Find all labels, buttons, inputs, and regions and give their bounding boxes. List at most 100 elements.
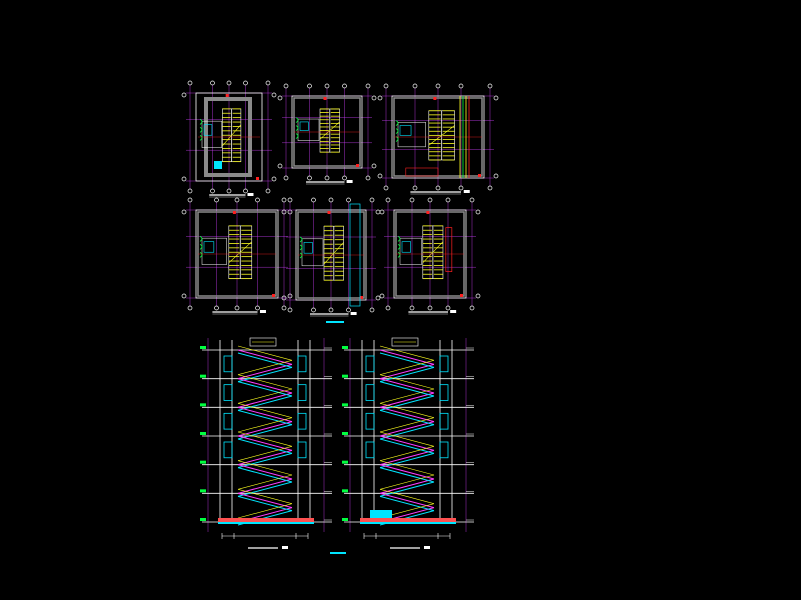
room (399, 237, 422, 265)
break-line (428, 125, 455, 146)
grid-bubble (271, 176, 277, 182)
room (201, 237, 227, 265)
grid-bubble (375, 295, 381, 301)
shaft (349, 203, 361, 307)
wall-hatch (445, 227, 453, 272)
column-marker (272, 294, 275, 297)
stair-flight (237, 363, 293, 380)
stair-flight (379, 349, 435, 365)
grid-bubble (187, 197, 193, 203)
level-tag (200, 403, 206, 407)
grid-bubble (181, 176, 187, 182)
plan-outline (393, 209, 467, 299)
handrail (379, 460, 435, 476)
stair-flight (379, 435, 435, 451)
grid-bubble (487, 83, 493, 89)
grid-bubble (383, 83, 389, 89)
door-swing (199, 244, 203, 250)
grid-bubble (346, 197, 351, 203)
grid-bubble (377, 95, 383, 101)
grid-bubble (328, 307, 334, 313)
ground-line (360, 522, 456, 524)
grid-bubble (281, 209, 287, 215)
plan-1 (181, 80, 277, 198)
stair-flight (379, 406, 435, 423)
grid-bubble (187, 305, 193, 311)
stair-flight-soffit (237, 495, 293, 512)
column-marker (356, 164, 359, 167)
grid-bubble (181, 92, 187, 98)
grid-bubble (445, 305, 451, 311)
stair-flight (237, 492, 293, 509)
grid-bubble (255, 305, 260, 311)
grid-bubble (412, 83, 418, 89)
grid-bubble (287, 197, 293, 203)
level-tag (342, 489, 348, 493)
room (301, 238, 324, 267)
door-opening (223, 412, 233, 430)
stair-flight-soffit (379, 381, 435, 397)
door-swing (199, 135, 203, 141)
room (397, 121, 426, 148)
stair-flight (237, 378, 293, 394)
landing (405, 167, 439, 177)
stair-flight-soffit (379, 395, 435, 411)
stair-flight (237, 421, 293, 437)
grid-bubble (265, 188, 271, 194)
grid-bubble (409, 197, 415, 203)
stair-flight (379, 363, 435, 380)
column-marker (433, 97, 437, 100)
level-tag (200, 489, 206, 493)
handrail (237, 460, 293, 476)
level-tag (200, 346, 206, 349)
door-swing (199, 252, 203, 258)
elevator (401, 241, 411, 253)
door-opening (439, 384, 449, 401)
grid-bubble (385, 305, 391, 311)
scale-mark (282, 546, 288, 549)
level-tag (200, 432, 206, 435)
roof-parapet (391, 337, 419, 347)
level-tag (200, 460, 206, 464)
scale-mark (350, 312, 357, 315)
ground-slab (360, 518, 456, 522)
column-marker (323, 97, 327, 100)
elevator (399, 125, 412, 136)
grid-bubble (187, 80, 193, 86)
stair-flight-soffit (379, 452, 435, 469)
grid-bubble (377, 173, 383, 179)
grid-bubble (469, 197, 475, 203)
column-marker (225, 94, 229, 97)
grid-bubble (469, 305, 475, 311)
door-opening (365, 441, 375, 459)
plan-outline (291, 95, 363, 169)
handrail (237, 388, 293, 404)
plan-4 (181, 197, 293, 315)
grid-bubble (475, 293, 481, 299)
grid-bubble (265, 80, 271, 86)
handrail (379, 474, 435, 490)
handrail (237, 503, 293, 519)
door-opening (439, 441, 449, 459)
handrail (237, 374, 293, 390)
lift-pit (214, 161, 222, 169)
sections-group-label (330, 552, 346, 554)
plan-outline (391, 95, 485, 179)
handrail (237, 489, 293, 504)
grid-bubble (226, 80, 232, 86)
break-line (319, 121, 340, 140)
stair-flight (237, 478, 293, 494)
grid-bubble (307, 175, 312, 181)
column-marker (360, 296, 363, 299)
scale-mark (424, 546, 430, 549)
grid-bubble (281, 305, 287, 311)
grid-bubble (371, 95, 377, 101)
scale-mark (463, 190, 470, 193)
grid-bubble (369, 197, 375, 203)
column-marker (327, 211, 331, 214)
level-tag (342, 432, 348, 435)
grid-bubble (365, 175, 371, 181)
grid-bubble (328, 197, 334, 203)
